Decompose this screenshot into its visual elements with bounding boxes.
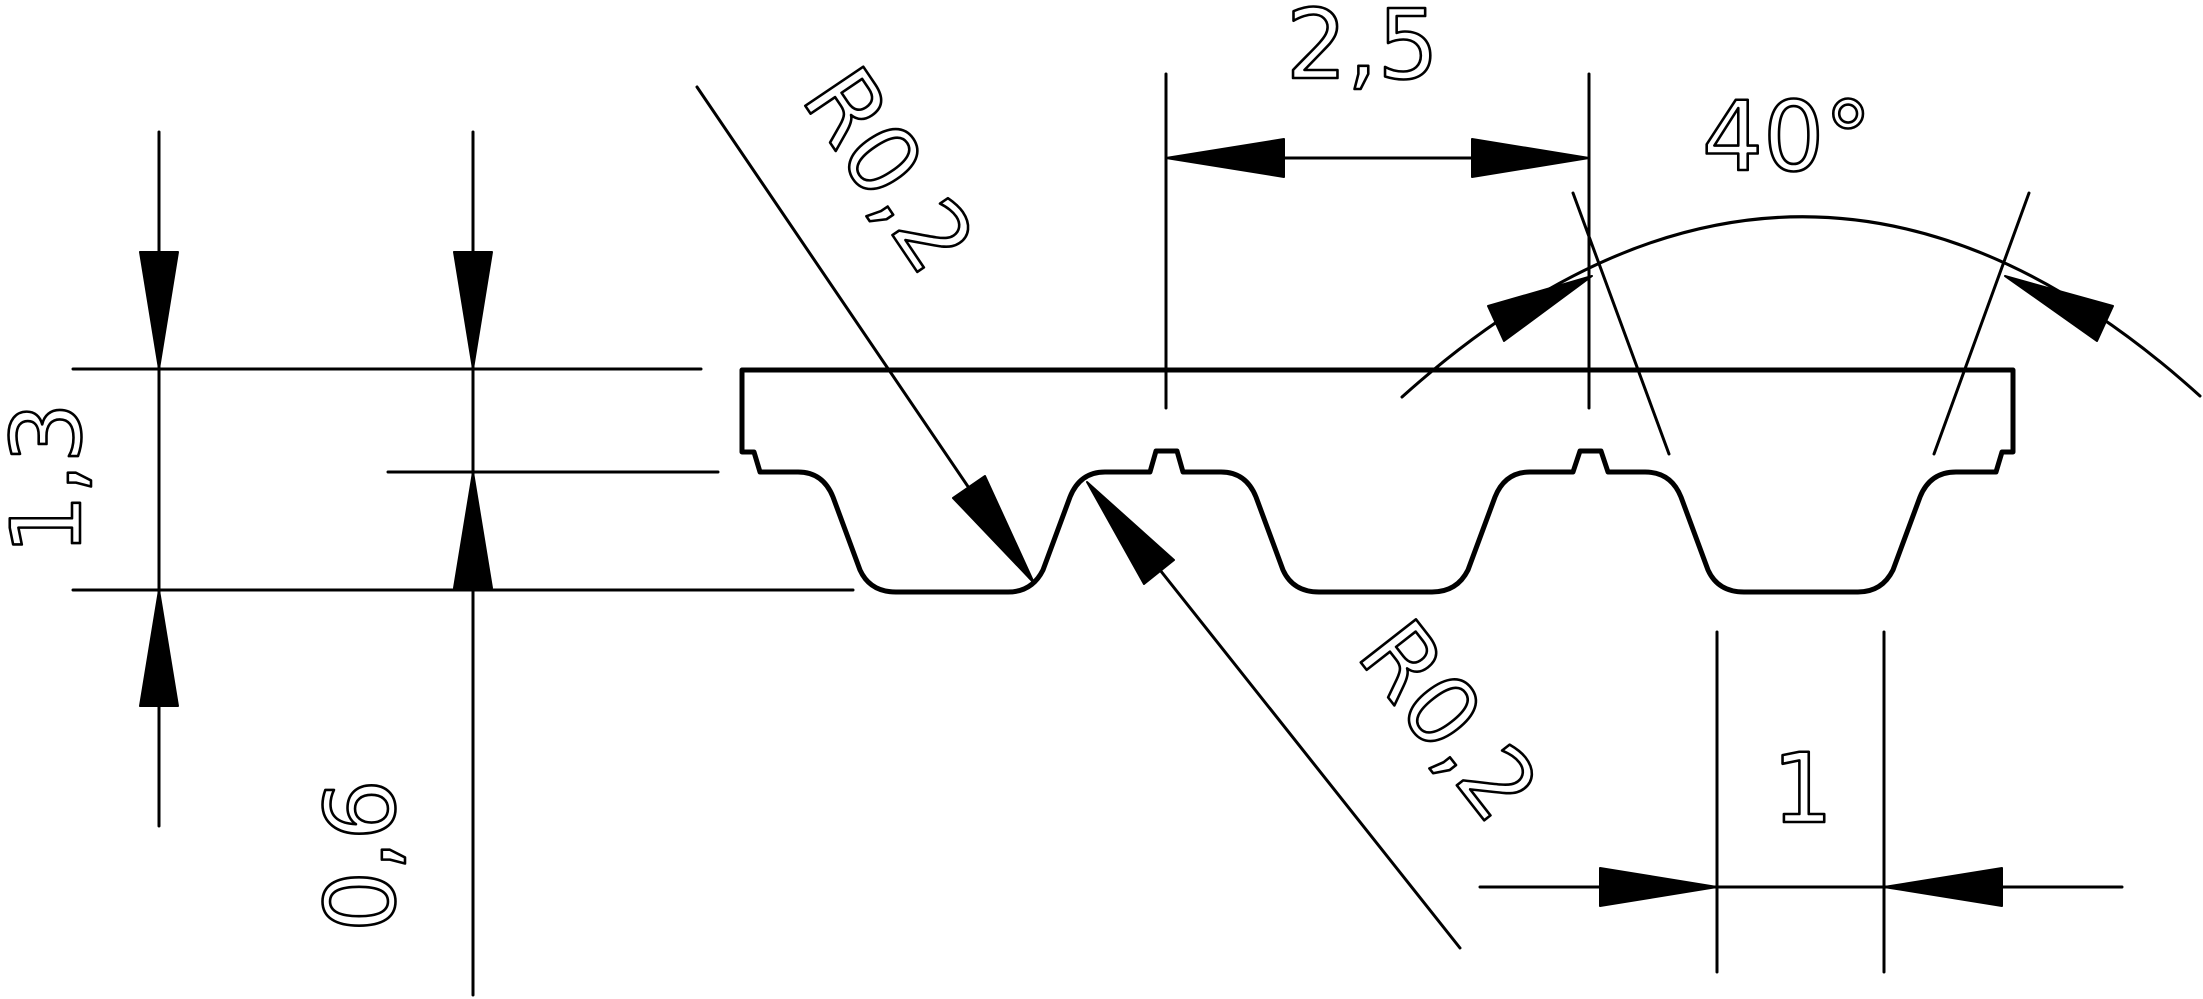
arrow-13-top [139, 251, 179, 370]
arrow-13-bottom [139, 589, 179, 707]
arrow-angle-right [2004, 275, 2114, 342]
arrow-06-top [453, 251, 493, 370]
total-height-label: 1,3 [0, 402, 103, 555]
tooth-height-label: 0,6 [305, 779, 417, 932]
arrow-radius-bottom [1086, 481, 1175, 585]
arrow-width-left [1599, 867, 1718, 907]
arrow-radius-top [952, 475, 1035, 584]
arrow-angle-left [1487, 275, 1593, 342]
pitch-dimension [1164, 72, 1591, 410]
radius-bottom-label: R0,2 [1337, 600, 1560, 842]
arrow-pitch-left [1165, 138, 1285, 178]
arrow-06-bottom [453, 471, 493, 589]
angle-label: 40° [1702, 81, 1872, 193]
pitch-label: 2,5 [1286, 0, 1439, 101]
tooth-width-dimension [1478, 630, 2124, 974]
tooth-width-label: 1 [1772, 733, 1833, 845]
arrow-width-right [1883, 867, 2003, 907]
belt-outline [739, 367, 2016, 595]
radius-leaders [695, 85, 1462, 950]
angle-dimension [1400, 191, 2202, 456]
arrow-pitch-right [1471, 138, 1590, 178]
left-dimension-arrows [139, 251, 493, 707]
